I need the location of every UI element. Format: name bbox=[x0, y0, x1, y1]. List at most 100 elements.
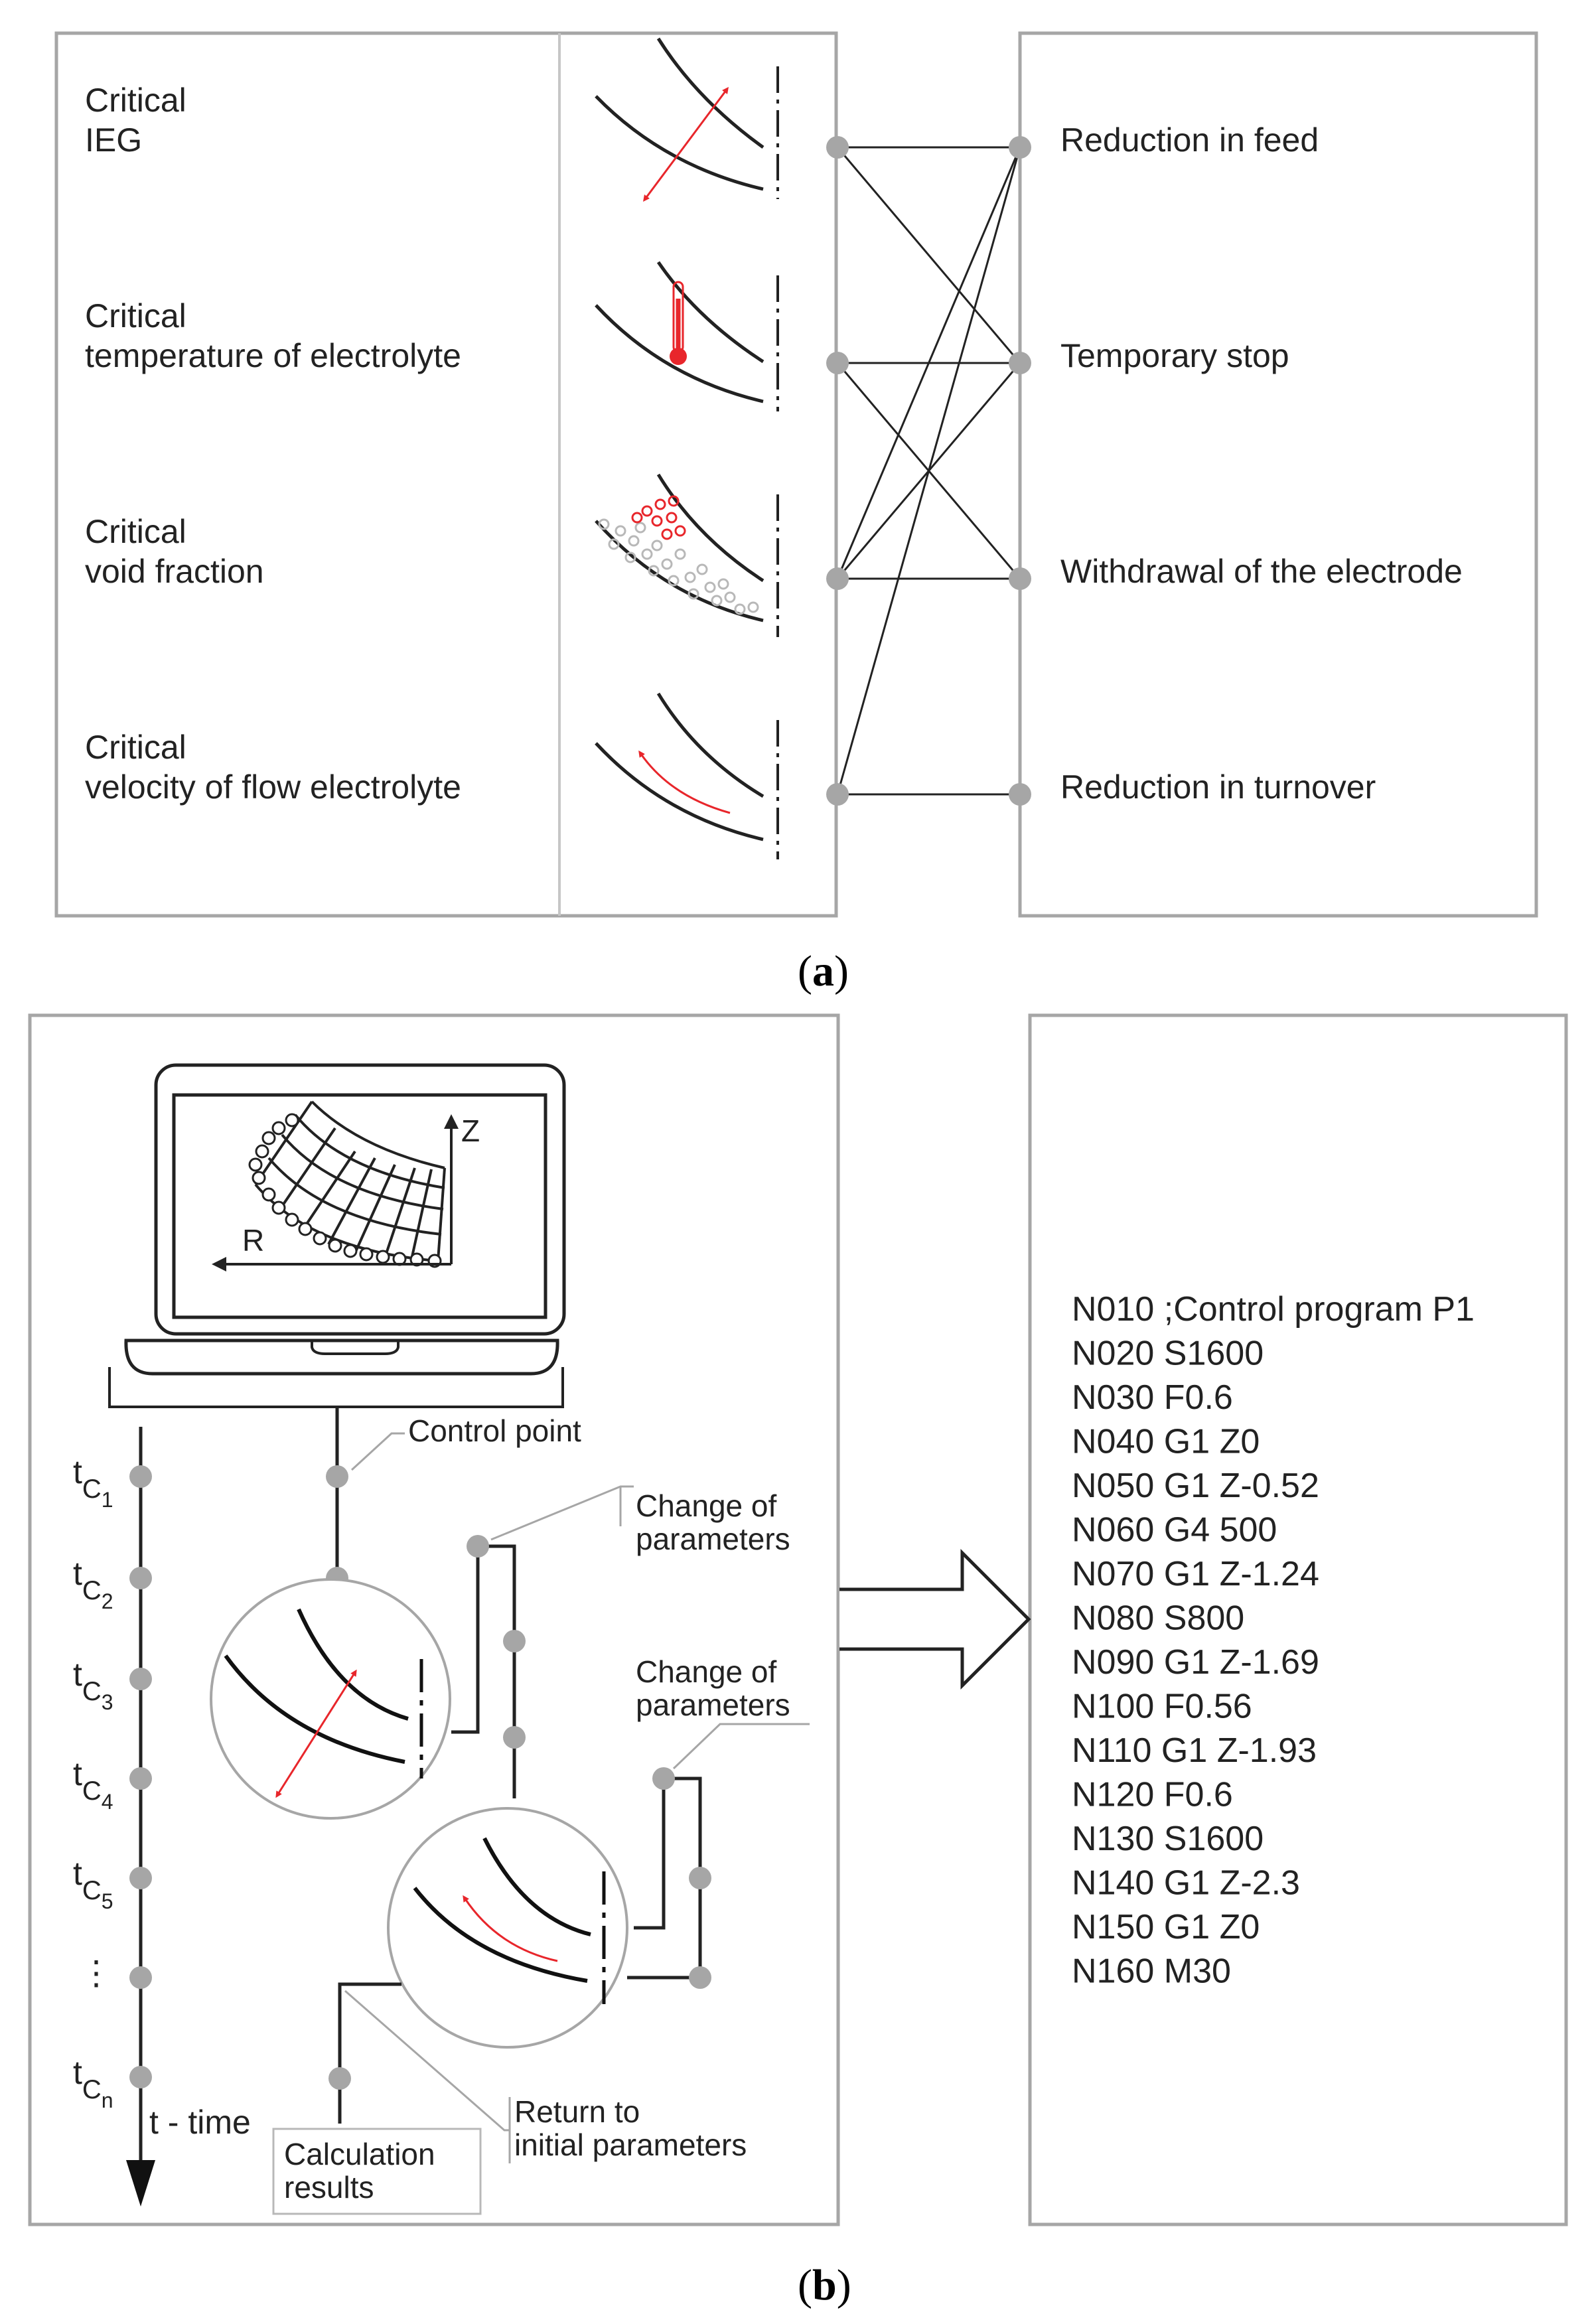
program-line: N160 M30 bbox=[1072, 1952, 1231, 1991]
action-1-label: Temporary stop bbox=[1060, 337, 1289, 374]
action-2-label: Withdrawal of the electrode bbox=[1060, 553, 1463, 590]
timeline-node-5 bbox=[129, 1867, 152, 1889]
timeline-node-1 bbox=[129, 1465, 152, 1488]
program-line: N020 S1600 bbox=[1072, 1335, 1264, 1373]
panel-b: Z R tC1 tC2 tC3 tC4 tC5 tCn ⋮ t - time Contro… bbox=[28, 1013, 1568, 2309]
r-axis-label: R bbox=[242, 1223, 264, 1258]
change-params-1-line1: Change of bbox=[636, 1488, 776, 1523]
program-line: N150 G1 Z0 bbox=[1072, 1908, 1260, 1946]
timeline-label-5: tC5 bbox=[73, 1855, 113, 1913]
program-line: N010 ;Control program P1 bbox=[1072, 1290, 1475, 1329]
panel-a: Critical IEG Critical temperature of ele… bbox=[54, 31, 1538, 995]
action-node-3 bbox=[1009, 783, 1031, 806]
control-point-label: Control point bbox=[408, 1414, 581, 1448]
criterion-node-2 bbox=[826, 567, 849, 590]
program-line: N110 G1 Z-1.93 bbox=[1072, 1731, 1317, 1770]
calc-results-line2: results bbox=[284, 2170, 374, 2205]
action-node-2 bbox=[1009, 567, 1031, 590]
criterion-node-0 bbox=[826, 136, 849, 159]
timeline-node-4 bbox=[129, 1767, 152, 1790]
criterion-action-links bbox=[836, 146, 1021, 796]
criterion-3-line2: velocity of flow electrolyte bbox=[85, 768, 461, 806]
action-3-label: Reduction in turnover bbox=[1060, 768, 1376, 806]
calculation-results-box bbox=[272, 2128, 482, 2215]
program-line: N050 G1 Z-0.52 bbox=[1072, 1467, 1319, 1505]
timeline-node-ellipsis bbox=[129, 1966, 152, 1989]
timeline-ellipsis: ⋮ bbox=[80, 1954, 113, 1992]
criterion-node-1 bbox=[826, 352, 849, 374]
criterion-0-line2: IEG bbox=[85, 121, 142, 159]
program-line: N040 G1 Z0 bbox=[1072, 1423, 1260, 1461]
return-label-line2: initial parameters bbox=[514, 2128, 747, 2162]
timeline-label-1: tC1 bbox=[73, 1453, 113, 1512]
caption-b: (b) bbox=[798, 2261, 851, 2309]
action-node-1 bbox=[1009, 352, 1031, 374]
criterion-3-line1: Critical bbox=[85, 729, 186, 766]
gap-measure-icon bbox=[595, 37, 779, 202]
action-node-0 bbox=[1009, 136, 1031, 159]
caption-a: (a) bbox=[798, 947, 849, 995]
panel-a-actions-box bbox=[1018, 31, 1538, 918]
control-point-node bbox=[326, 1465, 348, 1488]
timeline-label-3: tC3 bbox=[73, 1656, 113, 1714]
time-axis-arrowhead bbox=[126, 2160, 155, 2207]
timeline-node-2 bbox=[129, 1567, 152, 1589]
time-axis-label: t - time bbox=[149, 2104, 251, 2141]
branch-1 bbox=[451, 1544, 516, 1798]
program-line: N030 F0.6 bbox=[1072, 1378, 1233, 1417]
criterion-0-line1: Critical bbox=[85, 82, 186, 119]
flow-arrow-icon bbox=[595, 692, 779, 859]
timeline-node-n bbox=[129, 2066, 152, 2088]
thermometer-icon bbox=[595, 261, 779, 411]
criterion-3: Critical velocity of flow electrolyte bbox=[85, 729, 461, 806]
branch-1-node-b bbox=[503, 1726, 526, 1749]
laptop-icon: Z R bbox=[124, 1063, 566, 1376]
program-line: N060 G4 500 bbox=[1072, 1511, 1277, 1550]
link-2-0 bbox=[836, 147, 1021, 579]
action-0-label: Reduction in feed bbox=[1060, 121, 1319, 159]
program-line: N090 G1 Z-1.69 bbox=[1072, 1643, 1319, 1682]
program-line: N120 F0.6 bbox=[1072, 1776, 1233, 1814]
output-arrow bbox=[839, 1548, 1031, 1690]
change-node-2 bbox=[652, 1767, 675, 1790]
program-line: N140 G1 Z-2.3 bbox=[1072, 1864, 1300, 1903]
zoom-circle-flow bbox=[387, 1807, 628, 2049]
panel-b-process-box bbox=[28, 1013, 840, 2226]
criterion-1-line2: temperature of electrolyte bbox=[85, 337, 461, 374]
calc-results-line1: Calculation bbox=[284, 2137, 435, 2171]
z-axis-label: Z bbox=[461, 1114, 480, 1148]
program-line: N100 F0.56 bbox=[1072, 1688, 1252, 1726]
link-3-0 bbox=[836, 147, 1021, 795]
panel-a-criteria-box bbox=[54, 31, 838, 918]
timeline-node-3 bbox=[129, 1668, 152, 1690]
timeline-label-n: tCn bbox=[73, 2054, 113, 2112]
branch-1-node-a bbox=[503, 1630, 526, 1652]
criterion-2: Critical void fraction bbox=[85, 513, 264, 590]
criterion-1-line1: Critical bbox=[85, 297, 186, 334]
return-node bbox=[328, 2067, 351, 2090]
change-params-1-line2: parameters bbox=[636, 1522, 790, 1556]
change-params-2-line2: parameters bbox=[636, 1688, 790, 1722]
branch-2-node-b bbox=[689, 1966, 711, 1989]
void-bubbles-icon bbox=[595, 473, 779, 637]
program-line: N070 G1 Z-1.24 bbox=[1072, 1555, 1319, 1593]
timeline-label-2: tC2 bbox=[73, 1555, 113, 1613]
zoom-circle-gap bbox=[210, 1578, 451, 1820]
link-0-1 bbox=[836, 147, 1021, 364]
branch-2-node-a bbox=[689, 1867, 711, 1889]
criterion-2-line1: Critical bbox=[85, 513, 186, 550]
program-line: N080 S800 bbox=[1072, 1599, 1244, 1638]
criterion-1: Critical temperature of electrolyte bbox=[85, 297, 461, 374]
change-params-2-line1: Change of bbox=[636, 1654, 776, 1689]
program-line: N130 S1600 bbox=[1072, 1820, 1264, 1858]
criterion-node-3 bbox=[826, 783, 849, 806]
criterion-action-nodes bbox=[826, 136, 1031, 806]
return-branch bbox=[338, 1982, 401, 2124]
change-node-1 bbox=[467, 1535, 489, 1558]
branch-2 bbox=[627, 1776, 702, 1980]
timeline-nodes: tC1 tC2 tC3 tC4 tC5 tCn bbox=[73, 1453, 152, 2112]
timeline-label-4: tC4 bbox=[73, 1755, 113, 1814]
criterion-0: Critical IEG bbox=[85, 82, 186, 159]
